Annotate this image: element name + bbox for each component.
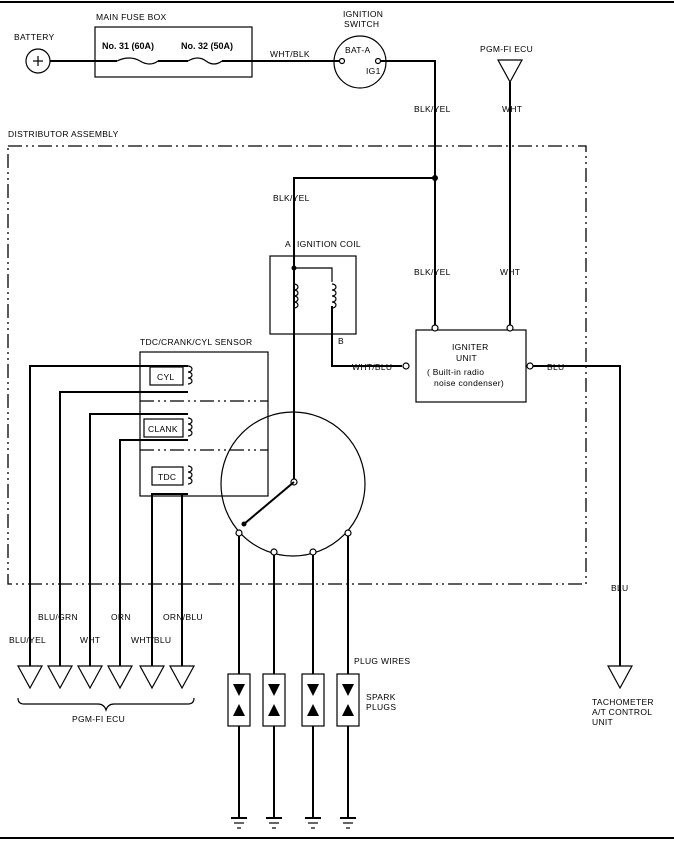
pgmfi-ecu-top-triangle: [496, 59, 524, 84]
main-fuse-box: [94, 26, 253, 78]
ground-icon-1: [231, 817, 247, 829]
ecu-triangle-5: [138, 665, 166, 690]
coil-secondary-winding-icon: [331, 283, 337, 309]
tdc-coil-icon: [187, 465, 193, 485]
ignition-coil-box: [269, 255, 357, 335]
battery-label: BATTERY: [14, 32, 55, 42]
wht-blk-label: WHT/BLK: [270, 49, 310, 59]
blu-yel-label: BLU/YEL: [9, 635, 46, 645]
tdc-label: TDC: [158, 472, 176, 482]
pgmfi-ecu-top-label: PGM-FI ECU: [480, 44, 533, 54]
fuse-31-label: No. 31 (60A): [102, 41, 154, 51]
wire-coil-b: [331, 306, 402, 367]
wire-blu-grn: [59, 391, 188, 666]
cap-terminal-1: [235, 529, 243, 537]
igniter-terminal-left: [402, 362, 410, 370]
orn-label: ORN: [111, 612, 131, 622]
ignition-coil-label: IGNITION COIL: [297, 239, 361, 249]
main-fuse-box-label: MAIN FUSE BOX: [96, 12, 167, 22]
coil-primary-lead: [294, 267, 333, 282]
ecu-brace: [17, 697, 195, 712]
tdc-box: [151, 466, 184, 486]
ecu-triangle-4: [106, 665, 134, 690]
wht-label-1: WHT: [502, 104, 522, 114]
cap-terminal-3: [309, 548, 317, 556]
rotor-tip: [241, 521, 247, 527]
blk-yel-label-1: BLK/YEL: [414, 104, 451, 114]
fuse-32-icon: [187, 57, 223, 65]
sensor-box: [139, 351, 269, 497]
igniter-label-2: UNIT: [456, 353, 477, 363]
wht-label-3: WHT: [80, 635, 100, 645]
wire-blk-yel-coil: [293, 177, 435, 318]
blu-label-2: BLU: [611, 583, 628, 593]
wire-wht: [89, 413, 188, 666]
igniter-label-1: IGNITER: [452, 342, 489, 352]
distributor-assembly-box: [7, 145, 587, 585]
igniter-terminal-blk-yel: [431, 324, 439, 332]
wire-orn: [119, 439, 188, 666]
crank-coil-icon: [187, 417, 193, 437]
blu-label-1: BLU: [547, 362, 564, 372]
tach-label-3: UNIT: [592, 717, 613, 727]
wire-blu-yel: [29, 365, 188, 666]
igniter-terminal-wht: [506, 324, 514, 332]
ecu-triangle-3: [76, 665, 104, 690]
coil-a-label: A: [285, 239, 291, 249]
ecu-triangle-2: [46, 665, 74, 690]
coil-b-label: B: [338, 336, 344, 346]
wire-blu-tach: [533, 365, 621, 666]
ig1-label: IG1: [366, 66, 381, 76]
spark-plugs-label-2: PLUGS: [366, 702, 396, 712]
ignition-switch-label-2: SWITCH: [344, 19, 379, 29]
blk-yel-label-3: BLK/YEL: [414, 267, 451, 277]
orn-blu-label: ORN/BLU: [163, 612, 203, 622]
sensor-title-label: TDC/CRANK/CYL SENSOR: [140, 337, 252, 347]
bat-a-label: BAT-A: [345, 45, 370, 55]
tach-label-2: A/T CONTROL: [592, 707, 652, 717]
igniter-label-4: noise condenser): [434, 378, 504, 388]
ecu-triangle-1: [16, 665, 44, 690]
ground-icon-3: [305, 817, 321, 829]
spark-plug-3: [301, 673, 325, 727]
ground-icon-4: [340, 817, 356, 829]
blk-yel-label-2: BLK/YEL: [273, 193, 310, 203]
switch-terminal-bat: [338, 57, 346, 65]
tach-label-1: TACHOMETER: [592, 697, 654, 707]
ignition-switch-label-1: IGNITION: [343, 9, 383, 19]
cyl-coil-icon: [187, 365, 193, 385]
cap-terminal-4: [344, 529, 352, 537]
switch-terminal-ig1: [374, 57, 382, 65]
coil-primary-winding-icon: [293, 283, 299, 309]
pgmfi-ecu-bottom-label: PGM-FI ECU: [72, 714, 125, 724]
wht-blu-label-1: WHT/BLU: [352, 362, 392, 372]
distributor-assembly-label: DISTRIBUTOR ASSEMBLY: [8, 129, 119, 139]
igniter-unit-box: [415, 329, 527, 403]
cyl-label: CYL: [157, 372, 174, 382]
rotor-arm: [243, 481, 295, 525]
crank-box: [143, 418, 184, 438]
ecu-triangle-6: [168, 665, 196, 690]
wht-label-2: WHT: [500, 267, 520, 277]
plug-wires-label: PLUG WIRES: [354, 656, 410, 666]
wire-wht-blu: [151, 493, 188, 666]
spark-plug-1: [227, 673, 251, 727]
igniter-terminal-blu: [526, 362, 534, 370]
distributor-cap: [220, 411, 366, 557]
crank-label: CLANK: [148, 424, 178, 434]
spark-plug-4: [336, 673, 360, 727]
spark-plugs-label-1: SPARK: [366, 692, 396, 702]
spark-plug-2: [262, 673, 286, 727]
blu-grn-label: BLU/GRN: [38, 612, 78, 622]
cap-terminal-2: [270, 548, 278, 556]
igniter-label-3: ( Built-in radio: [427, 367, 484, 377]
wht-blu-label-2: WHT/BLU: [131, 635, 171, 645]
fuse-31-icon: [116, 57, 159, 65]
wire-blk-yel-main: [380, 60, 436, 328]
ground-icon-2: [266, 817, 282, 829]
fuse-32-label: No. 32 (50A): [181, 41, 233, 51]
tachometer-triangle: [606, 665, 634, 690]
